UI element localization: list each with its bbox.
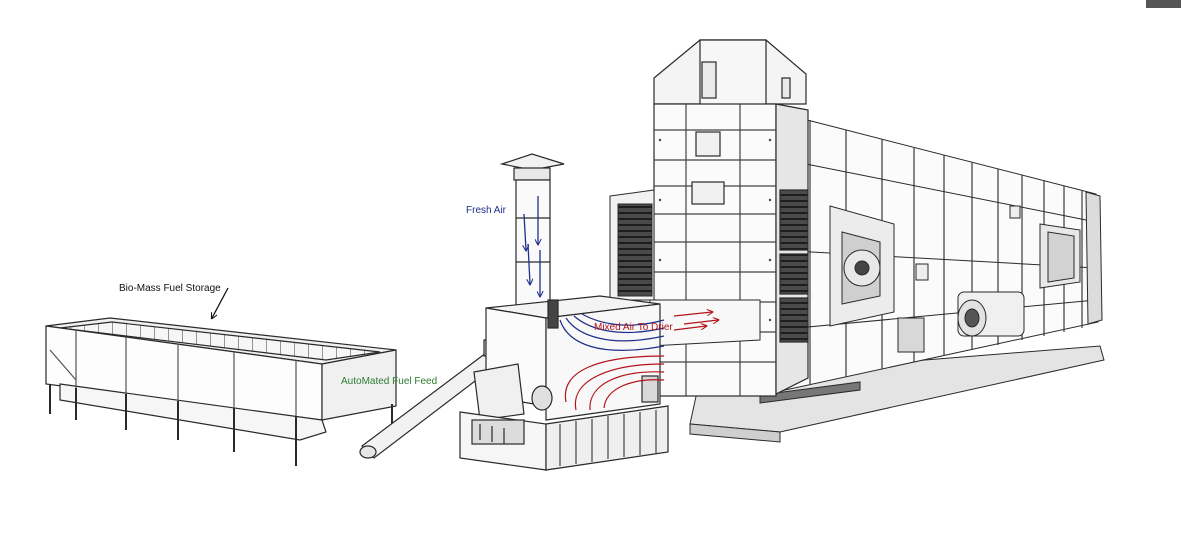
storage-pointer-arrow: [212, 287, 229, 318]
dryer-tower: [653, 39, 809, 397]
grain-dryer: [689, 111, 1105, 443]
tower-intake-louver: [609, 189, 655, 301]
label-automated-fuel-feed: AutoMated Fuel Feed: [341, 376, 438, 387]
fresh-air-mixing-curves: [559, 313, 665, 351]
biomass-fuel-storage: [45, 317, 397, 466]
label-mixed-air-to-drier: Mixed Air To Drier: [594, 322, 673, 333]
label-biomass-fuel-storage: Bio-Mass Fuel Storage: [119, 283, 221, 294]
label-fresh-air: Fresh Air: [466, 205, 507, 216]
mixed-air-arrows: [673, 312, 718, 331]
heated-air-curves: [564, 355, 665, 411]
corner-marker: [1146, 0, 1181, 8]
fresh-air-flow-arrows: [524, 196, 540, 296]
